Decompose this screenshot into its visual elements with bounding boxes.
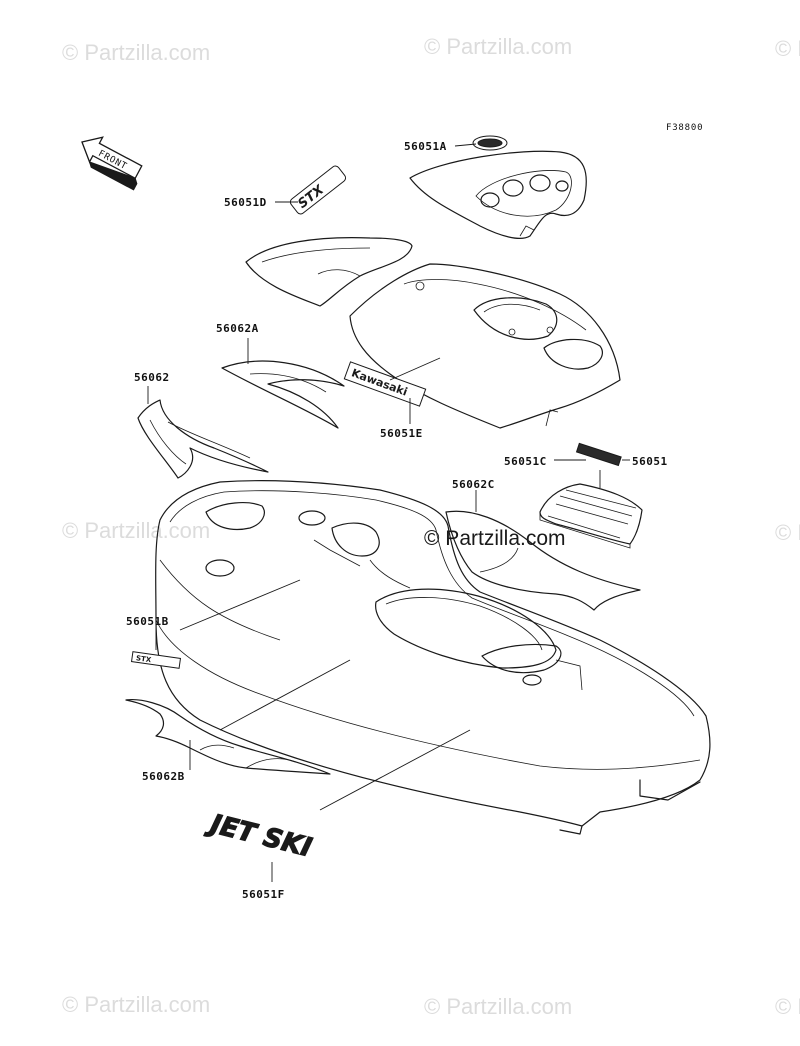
- label-56051E[interactable]: 56051E: [380, 427, 423, 440]
- label-56051A[interactable]: 56051A: [404, 140, 447, 153]
- decal-56051B: STX: [130, 651, 182, 669]
- decal-56051B-text: STX: [135, 654, 152, 664]
- label-56051D[interactable]: 56051D: [224, 196, 267, 209]
- watermark-top-left: © Partzilla.com: [62, 40, 210, 65]
- label-56062B[interactable]: 56062B: [142, 770, 185, 783]
- decal-56051F-text: JET SKI: [203, 808, 315, 863]
- decal-56051A: [472, 135, 508, 151]
- decal-56062B: [125, 699, 331, 775]
- label-56051F[interactable]: 56051F: [242, 888, 285, 901]
- decal-56051D: STX: [289, 165, 347, 215]
- label-56051[interactable]: 56051: [632, 455, 668, 468]
- decal-56051E: Kawasaki: [343, 361, 427, 407]
- decal-56051F: JET SKI: [202, 808, 315, 864]
- label-56051C[interactable]: 56051C: [504, 455, 547, 468]
- watermark-bottom-left: © Partzilla.com: [62, 992, 210, 1017]
- engine-cover: [539, 483, 643, 549]
- decal-56062C: [445, 510, 641, 611]
- decal-56062A: [221, 360, 345, 429]
- watermark-center: © Partzilla.com: [424, 527, 566, 550]
- watermark-mid-left: © Partzilla.com: [62, 518, 210, 543]
- watermark-bottom-center: © Partzilla.com: [424, 994, 572, 1019]
- decal-56062: [137, 399, 269, 479]
- label-56062C[interactable]: 56062C: [452, 478, 495, 491]
- handlebar-cover: [409, 150, 587, 239]
- label-56051B[interactable]: 56051B: [126, 615, 169, 628]
- label-56062A[interactable]: 56062A: [216, 322, 259, 335]
- hull: [155, 480, 711, 835]
- watermark-top-center: © Partzilla.com: [424, 34, 572, 59]
- figure-code: F38800: [666, 123, 703, 133]
- part-labels: 56051A 56051D 56062A 56062 56051E 56051C…: [126, 140, 668, 901]
- decal-56051C: [575, 442, 622, 467]
- watermark-top-right: © Partzilla.com: [775, 36, 800, 61]
- label-56062[interactable]: 56062: [134, 371, 170, 384]
- deck: [349, 263, 621, 429]
- watermarks: © Partzilla.com © Partzilla.com © Partzi…: [62, 34, 800, 1019]
- leader-lines: [147, 143, 630, 882]
- watermark-mid-right: © Partzilla.com: [775, 520, 800, 545]
- watermark-bottom-right: © Partzilla.com: [775, 994, 800, 1019]
- front-arrow-icon: FRONT: [81, 136, 143, 191]
- hood-cover: [245, 237, 413, 307]
